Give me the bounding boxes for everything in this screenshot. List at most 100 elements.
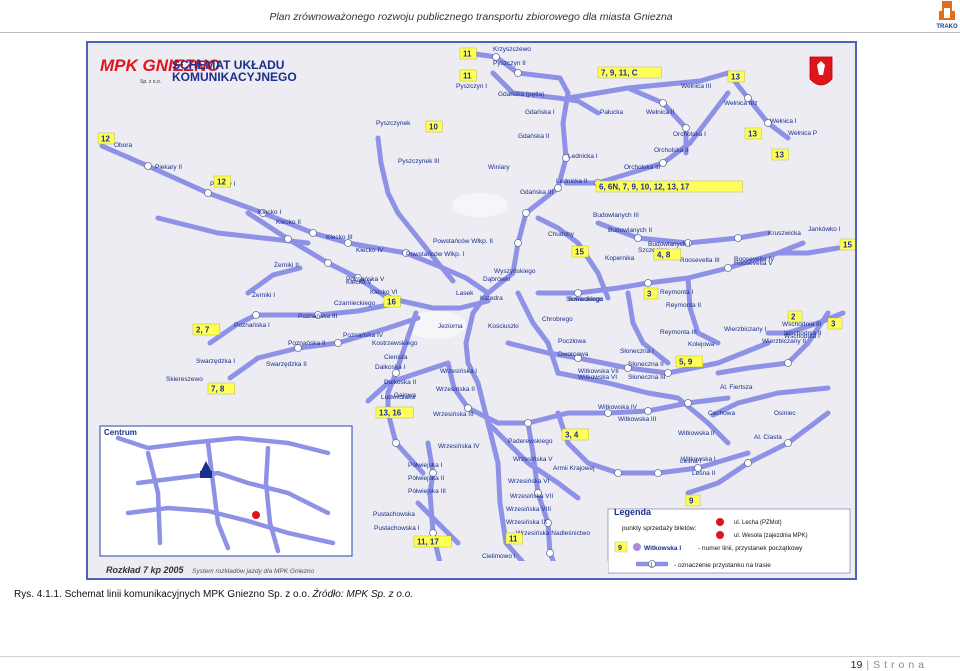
stop-label: Pyszczynek xyxy=(376,120,411,127)
stop-label: Żerniki I xyxy=(252,290,275,299)
line-badge: 7, 8 xyxy=(207,382,235,395)
page-number: 19 xyxy=(850,659,863,671)
stop-label: Poczłowa xyxy=(558,338,586,345)
stop-label: Pyszczynek III xyxy=(398,158,440,165)
line-badge: 15 xyxy=(839,238,855,251)
stop-label: Gdańska III xyxy=(520,189,553,196)
stop-label: Roosevelta III xyxy=(680,257,720,264)
stop-label: Poznańska III xyxy=(298,313,338,320)
stop-label: Roosevelta V xyxy=(734,260,773,267)
line-badge-text: 5, 9 xyxy=(679,358,693,367)
line-badge-text: 13 xyxy=(775,151,784,160)
line-badge-text: 15 xyxy=(575,248,584,257)
stop-label: Gajowa xyxy=(394,392,416,399)
caption-text: Schemat linii komunikacyjnych MPK Gniezn… xyxy=(64,589,310,600)
stop-label: Orcholska I xyxy=(673,131,706,138)
line-badge-text: 13 xyxy=(731,73,740,82)
stop-label: Wrzesińska I xyxy=(440,368,477,375)
stop-label: Wełnica III xyxy=(681,83,711,90)
route-map-svg: MPK GNIEZNO Sp. z o.o. SCHEMAT UKŁADU KO… xyxy=(88,43,855,578)
katedra-icon xyxy=(200,461,212,478)
stop-label: Wrzesińska V xyxy=(513,456,553,463)
legend-title: Legenda xyxy=(614,507,652,517)
legend-trasa-num: 1 xyxy=(650,563,653,569)
stop-label: Wełnica II xyxy=(646,109,675,116)
stop-label: Witkowska VI xyxy=(578,374,617,381)
legend-line-label: - numer linii, przystanek początkowy xyxy=(698,545,803,552)
line-badge-text: 9 xyxy=(689,497,694,506)
stop-label: Słoneczna II xyxy=(628,361,664,368)
stop-label: Obora xyxy=(114,142,132,149)
legend-trasa-label: - oznaczenie przystanku na trasie xyxy=(674,562,771,569)
ticket-point-a-icon xyxy=(252,511,260,519)
stop-label: Powstańców Wlkp. II xyxy=(433,238,493,245)
line-badge-text: 12 xyxy=(101,135,110,144)
trako-logo: TRAKO xyxy=(936,1,958,30)
stop-label: Wełnica P xyxy=(788,130,817,137)
centrum-inset: Centrum xyxy=(99,425,353,557)
route-network xyxy=(99,50,846,576)
line-badge: 13 xyxy=(727,70,745,83)
mpk-brand: MPK GNIEZNO Sp. z o.o. SCHEMAT UKŁADU KO… xyxy=(100,56,297,85)
stop-label: Półwiejska III xyxy=(408,488,446,495)
stop-label: Dąbrówki xyxy=(483,276,510,283)
line-badge: 13 xyxy=(771,148,789,161)
stop-label: Witkowska II xyxy=(678,430,715,437)
stop-label: Kościuszki xyxy=(488,323,519,330)
stop-label: Lednicka II xyxy=(556,178,588,185)
stop-label: Kostrzewskiego xyxy=(372,340,418,347)
stop-label: Poznańska I xyxy=(234,322,270,329)
line-badge: 11 xyxy=(459,47,477,60)
stop-label: Reymonta III xyxy=(660,329,697,336)
stop-label: Kłecko IV xyxy=(356,247,384,254)
stop-label: Sobieskiego xyxy=(568,296,604,303)
stop-label: Paderewskiego xyxy=(508,438,553,445)
stop-label: Lednicka I xyxy=(568,153,598,160)
line-badge-text: 13, 16 xyxy=(379,409,402,418)
stop-label: Chudoby xyxy=(548,231,575,238)
map-title-1: SCHEMAT UKŁADU xyxy=(172,58,284,72)
line-badge: 3 xyxy=(827,317,843,330)
legend: Legenda punkty sprzedaży biletów: ul. Le… xyxy=(607,507,851,574)
stop-label: Pyszczyn II xyxy=(493,60,526,67)
stop-label: Witkowska IV xyxy=(598,404,638,411)
stop-label: Wrzesińska VI xyxy=(508,478,550,485)
line-badge: 3, 4 xyxy=(561,428,589,441)
stop-label: Dworcowa xyxy=(558,351,589,358)
stop-label: Gdańska I xyxy=(525,109,555,116)
stop-label: Wrzesińska IV xyxy=(438,443,480,450)
stop-label: Półwiejska I xyxy=(408,462,443,469)
stop-label: Szczecina xyxy=(638,247,668,254)
stop-label: Czarnieckiego xyxy=(334,300,376,307)
stop-label: Wierzbiczany II xyxy=(762,338,806,345)
brand-sub: Sp. z o.o. xyxy=(140,79,161,85)
stop-label: Półwiejska II xyxy=(408,475,444,482)
line-badge-text: 10 xyxy=(429,123,438,132)
line-badge: 11, 17 xyxy=(413,535,452,548)
stop-label: Gdańska II xyxy=(518,133,550,140)
figure-caption: Rys. 4.1.1. Schemat linii komunikacyjnyc… xyxy=(14,589,413,600)
stop-label: Jeziorna xyxy=(438,323,463,330)
stop-label: Wełnica I xyxy=(770,118,797,125)
stop-label: Orcholska II xyxy=(654,147,689,154)
legend-marker-a-icon xyxy=(716,518,724,526)
line-badge-text: 3 xyxy=(647,290,652,299)
stop-label: Żerniki II xyxy=(274,260,299,269)
line-badge-text: 16 xyxy=(387,298,396,307)
line-badge: 12 xyxy=(97,132,115,145)
line-badge-text: 11 xyxy=(463,50,472,59)
logo-text: TRAKO xyxy=(936,24,958,30)
line-badge: 16 xyxy=(383,295,401,308)
stop-label: Wschodnia II xyxy=(784,330,822,337)
line-badge: 4, 8 xyxy=(653,248,681,261)
stop-label: Kłecko III xyxy=(326,234,353,241)
legend-sales-label: punkty sprzedaży biletów: xyxy=(622,525,697,532)
header-title: Plan zrównoważonego rozwoju publicznego … xyxy=(269,11,673,23)
line-badge-text: 6, 6N, 7, 9, 10, 12, 13, 17 xyxy=(599,183,690,192)
stop-label: Powstańców Wlkp. I xyxy=(406,251,464,258)
stop-label: Katedra xyxy=(480,295,503,302)
stop-label: Wrzesińska VII xyxy=(510,493,553,500)
stop-markers xyxy=(144,53,792,557)
coat-of-arms-icon xyxy=(809,56,833,86)
